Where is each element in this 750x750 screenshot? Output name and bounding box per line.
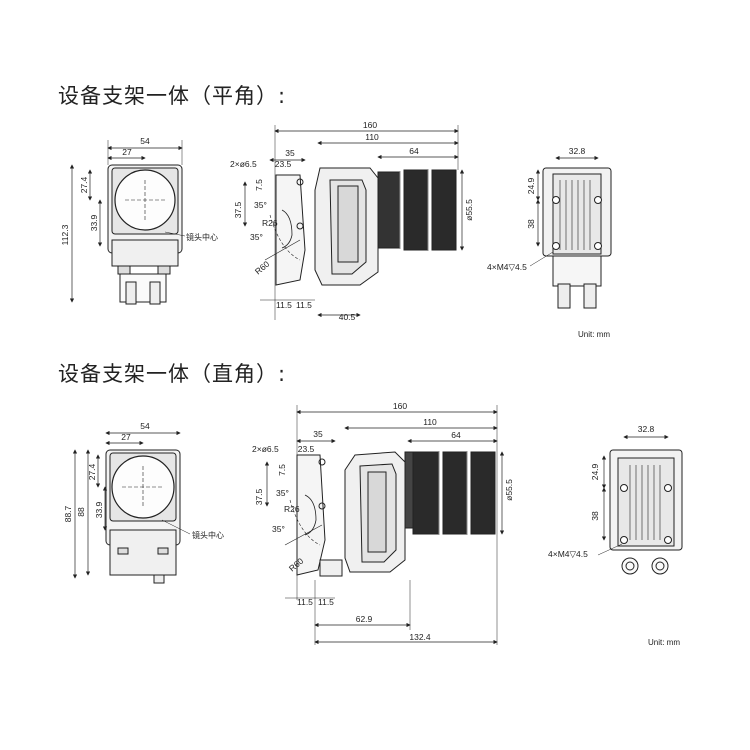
dim-top-front-width: 54 [140, 136, 150, 146]
dim-top-side-35: 35 [285, 148, 295, 158]
dim-top-side-40-5: 40.5 [339, 312, 356, 322]
top-back-view [529, 155, 612, 309]
dim-top-side-64: 64 [409, 146, 419, 156]
dim-bottom-back-24-9: 24.9 [590, 463, 600, 480]
dim-bottom-back-38: 38 [590, 511, 600, 521]
dim-bottom-front-upper: 27.4 [87, 463, 97, 480]
dim-bottom-side-64: 64 [451, 430, 461, 440]
dim-top-side-r60: R60 [253, 259, 272, 277]
dim-bottom-side-35: 35 [313, 429, 323, 439]
dim-bottom-front-88: 88 [76, 507, 86, 517]
dim-bottom-front-88-7: 88.7 [63, 505, 73, 522]
dim-bottom-side-110: 110 [423, 417, 437, 427]
dim-top-side-23-5: 23.5 [275, 159, 292, 169]
dim-bottom-front-width: 54 [140, 421, 150, 431]
section-title-flat-angle: 设备支架一体（平角）: [58, 84, 287, 108]
lens-center-label-top: 镜头中心 [186, 232, 218, 242]
dim-bottom-side-11-5-b: 11.5 [318, 597, 334, 607]
dim-bottom-side-160: 160 [393, 401, 407, 411]
unit-label-top: Unit: mm [578, 330, 610, 339]
dim-top-side-110: 110 [365, 132, 379, 142]
dim-top-side-160: 160 [363, 120, 377, 130]
unit-label-bottom: Unit: mm [648, 638, 680, 647]
section-title-right-angle: 设备支架一体（直角）: [58, 362, 287, 386]
dim-top-back-38: 38 [526, 219, 536, 229]
dim-bottom-side-62-9: 62.9 [356, 614, 373, 624]
dim-bottom-front-lower: 33.9 [94, 501, 104, 518]
dim-top-front-half-width: 27 [122, 147, 132, 157]
dim-top-side-7-5: 7.5 [254, 179, 264, 191]
dim-top-side-r26: R26 [262, 218, 278, 228]
dim-bottom-side-23-5: 23.5 [298, 444, 315, 454]
dim-bottom-side-holes: 2×ø6.5 [252, 444, 279, 454]
dim-top-side-angle-a: 35° [254, 200, 267, 210]
dim-top-back-32-8: 32.8 [569, 146, 586, 156]
dim-bottom-side-7-5: 7.5 [277, 464, 287, 476]
dim-top-side-11-5-a: 11.5 [276, 300, 292, 310]
dim-top-back-screws: 4×M4▽4.5 [487, 262, 527, 272]
dim-top-front-lower: 33.9 [89, 214, 99, 231]
dim-bottom-back-screws: 4×M4▽4.5 [548, 549, 588, 559]
dim-bottom-back-32-8: 32.8 [638, 424, 655, 434]
dim-top-side-11-5-b: 11.5 [296, 300, 312, 310]
dim-top-side-angle-b: 35° [250, 232, 263, 242]
dim-top-side-37-5: 37.5 [233, 201, 243, 218]
dim-top-front-upper: 27.4 [79, 176, 89, 193]
dim-bottom-side-diameter: ø55.5 [504, 479, 514, 501]
dim-bottom-side-angle-a: 35° [276, 488, 289, 498]
dim-bottom-side-r26: R26 [284, 504, 300, 514]
dim-top-side-holes: 2×ø6.5 [230, 159, 257, 169]
dim-top-front-height: 112.3 [60, 224, 70, 245]
dim-bottom-front-half-width: 27 [121, 432, 131, 442]
bottom-side-view [264, 405, 505, 645]
dim-bottom-side-132-4: 132.4 [409, 632, 431, 642]
top-side-view [242, 125, 465, 320]
dim-top-side-diameter: ø55.5 [464, 199, 474, 221]
dim-top-back-24-9: 24.9 [526, 177, 536, 194]
dim-bottom-side-angle-b: 35° [272, 524, 285, 534]
dim-bottom-side-37-5: 37.5 [254, 488, 264, 505]
bottom-front-view [72, 430, 191, 584]
top-front-view [69, 140, 186, 305]
lens-center-label-bottom: 镜头中心 [192, 530, 224, 540]
bottom-back-view [597, 434, 683, 575]
dim-bottom-side-11-5-a: 11.5 [297, 597, 313, 607]
